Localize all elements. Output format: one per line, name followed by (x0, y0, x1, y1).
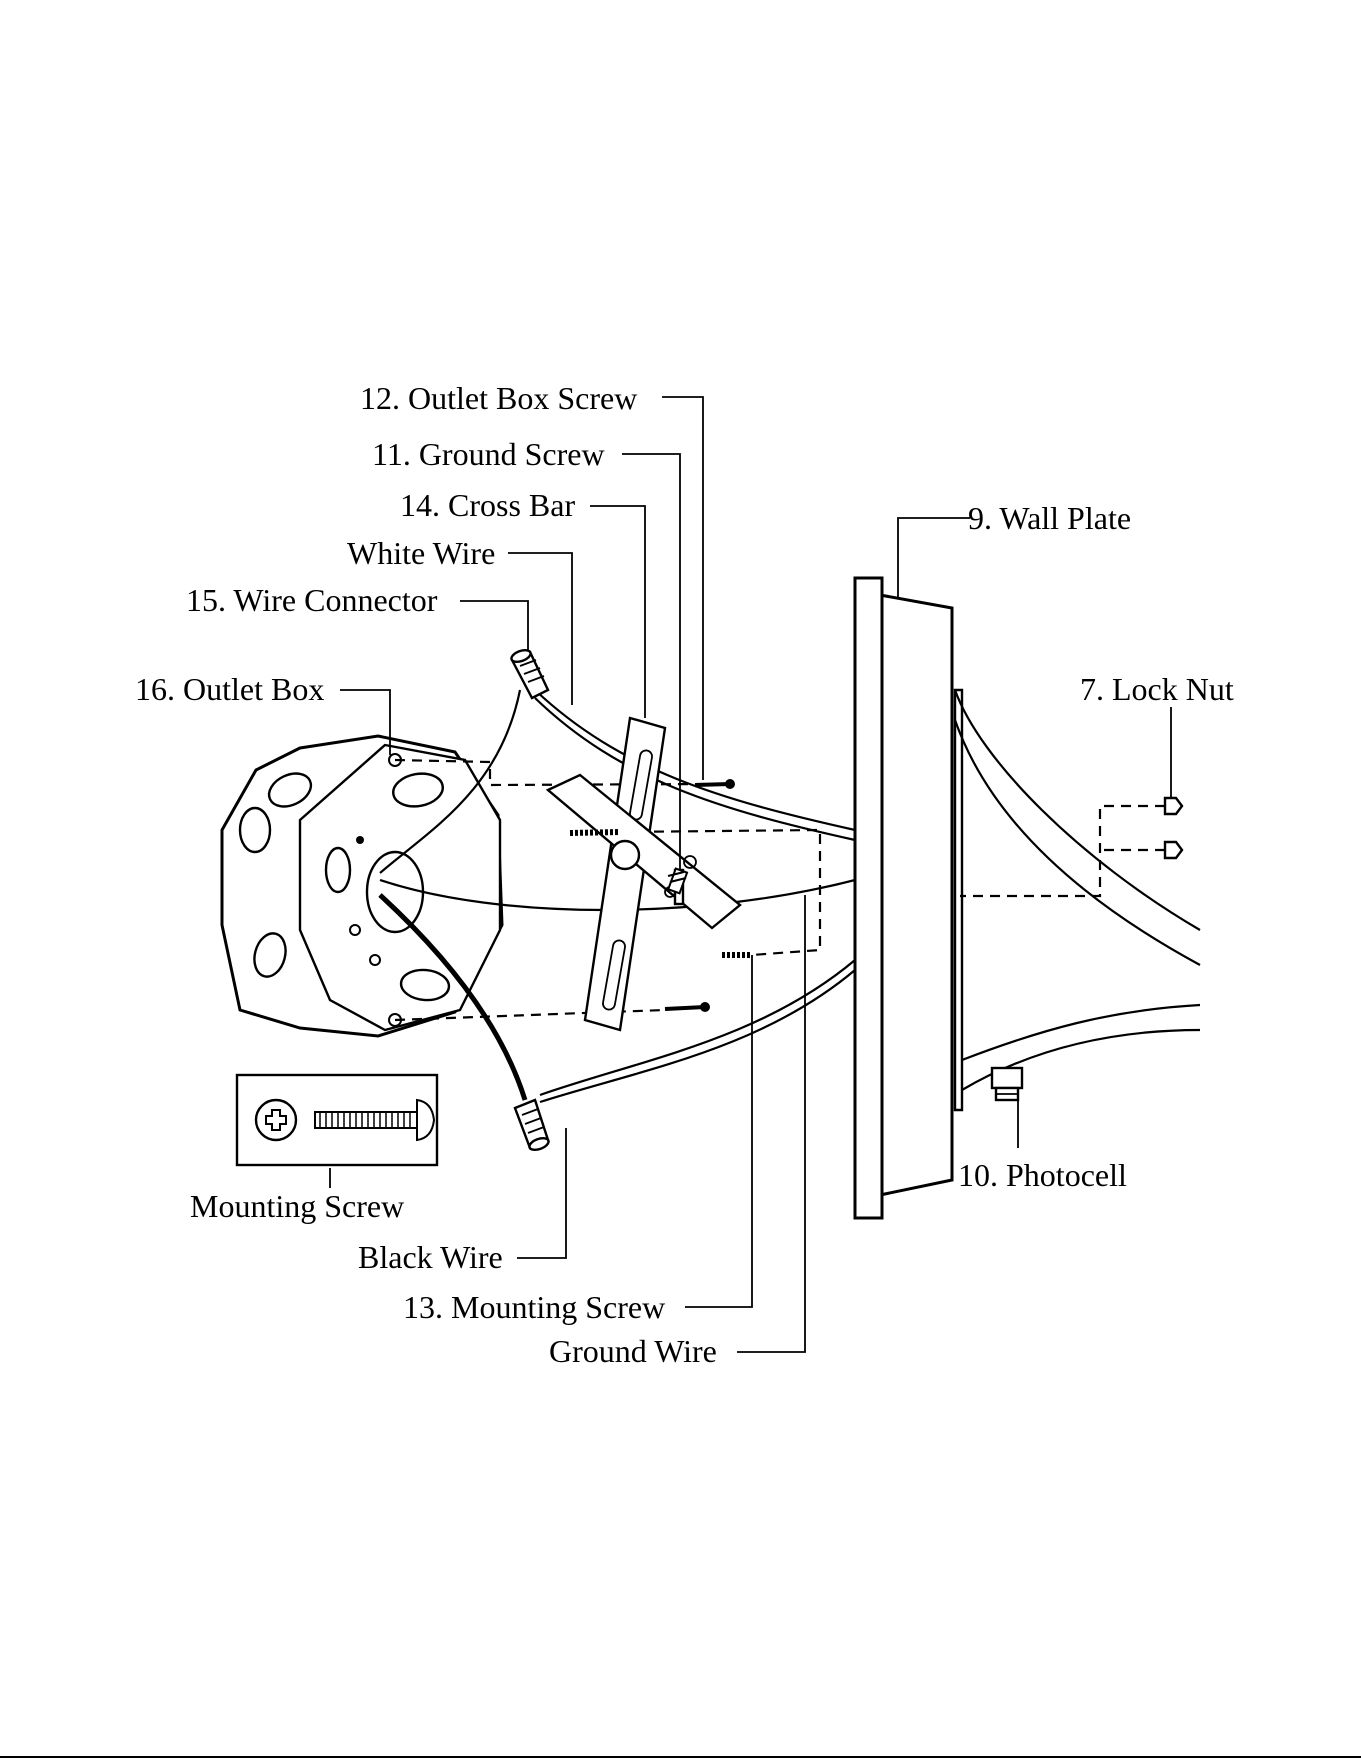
fixture-arm-icon (955, 690, 1200, 1110)
wall-plate-icon (855, 578, 952, 1218)
label-wire-connector: 15. Wire Connector (186, 582, 438, 618)
photocell-icon (992, 1068, 1022, 1100)
label-white-wire: White Wire (347, 535, 495, 571)
wire-connector-icon (510, 648, 548, 698)
label-outlet-box: 16. Outlet Box (135, 671, 324, 707)
label-ground-wire: Ground Wire (549, 1333, 717, 1369)
page-bottom-rule (0, 1756, 1361, 1758)
label-ground-screw: 11. Ground Screw (372, 436, 605, 472)
label-mounting-screw-detail: Mounting Screw (190, 1188, 404, 1224)
screw-icon (570, 832, 620, 833)
label-cross-bar: 14. Cross Bar (400, 487, 575, 523)
label-outlet-box-screw: 12. Outlet Box Screw (360, 380, 637, 416)
screw-icon (665, 1002, 710, 1012)
lock-nut-icon (960, 798, 1182, 896)
cross-bar-icon (548, 718, 740, 1030)
label-lock-nut: 7. Lock Nut (1080, 671, 1234, 707)
label-mounting-screw: 13. Mounting Screw (403, 1289, 665, 1325)
phillips-screw-icon (256, 1100, 296, 1140)
label-wall-plate: 9. Wall Plate (968, 500, 1131, 536)
wire-connector-icon (515, 1100, 550, 1152)
outlet-box-icon (222, 736, 502, 1036)
mounting-screw-detail (237, 1075, 437, 1165)
label-photocell: 10. Photocell (958, 1157, 1127, 1193)
label-black-wire: Black Wire (358, 1239, 503, 1275)
